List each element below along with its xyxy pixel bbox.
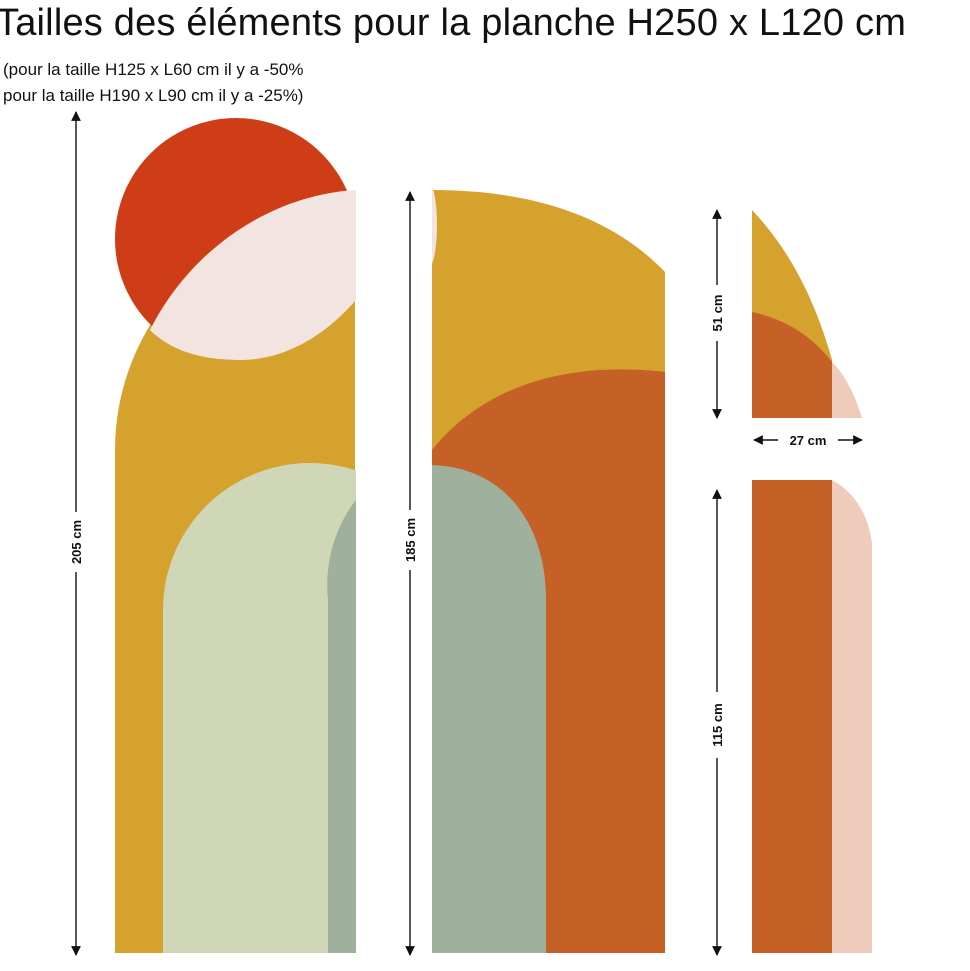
peach-bottom-right xyxy=(832,480,872,953)
panel-middle xyxy=(432,186,665,953)
panel-right-bottom xyxy=(752,480,872,953)
sage-arch-left xyxy=(163,463,356,953)
pale-sun-crescent xyxy=(150,190,356,360)
label-middle-height: 185 cm xyxy=(403,518,418,562)
label-right-bottom-height: 115 cm xyxy=(710,703,725,746)
panel-left xyxy=(115,118,356,953)
page-title: Tailles des éléments pour la planche H25… xyxy=(0,2,907,44)
label-left-height: 205 cm xyxy=(69,520,84,564)
rust-bottom-right xyxy=(752,480,832,953)
label-right-width: 27 cm xyxy=(790,433,827,448)
size-note-25-percent: pour la taille H190 x L90 cm il y a -25%… xyxy=(3,86,304,105)
rust-top-right xyxy=(752,312,832,418)
sage-arch-middle xyxy=(432,465,546,953)
label-right-top-height: 51 cm xyxy=(710,295,725,332)
size-note-50-percent: (pour la taille H125 x L60 cm il y a -50… xyxy=(3,60,304,79)
sage-dark-arch-left xyxy=(327,499,356,953)
panel-right-top xyxy=(752,210,862,418)
pale-sliver-middle xyxy=(432,186,437,264)
peach-top-right xyxy=(832,362,862,418)
